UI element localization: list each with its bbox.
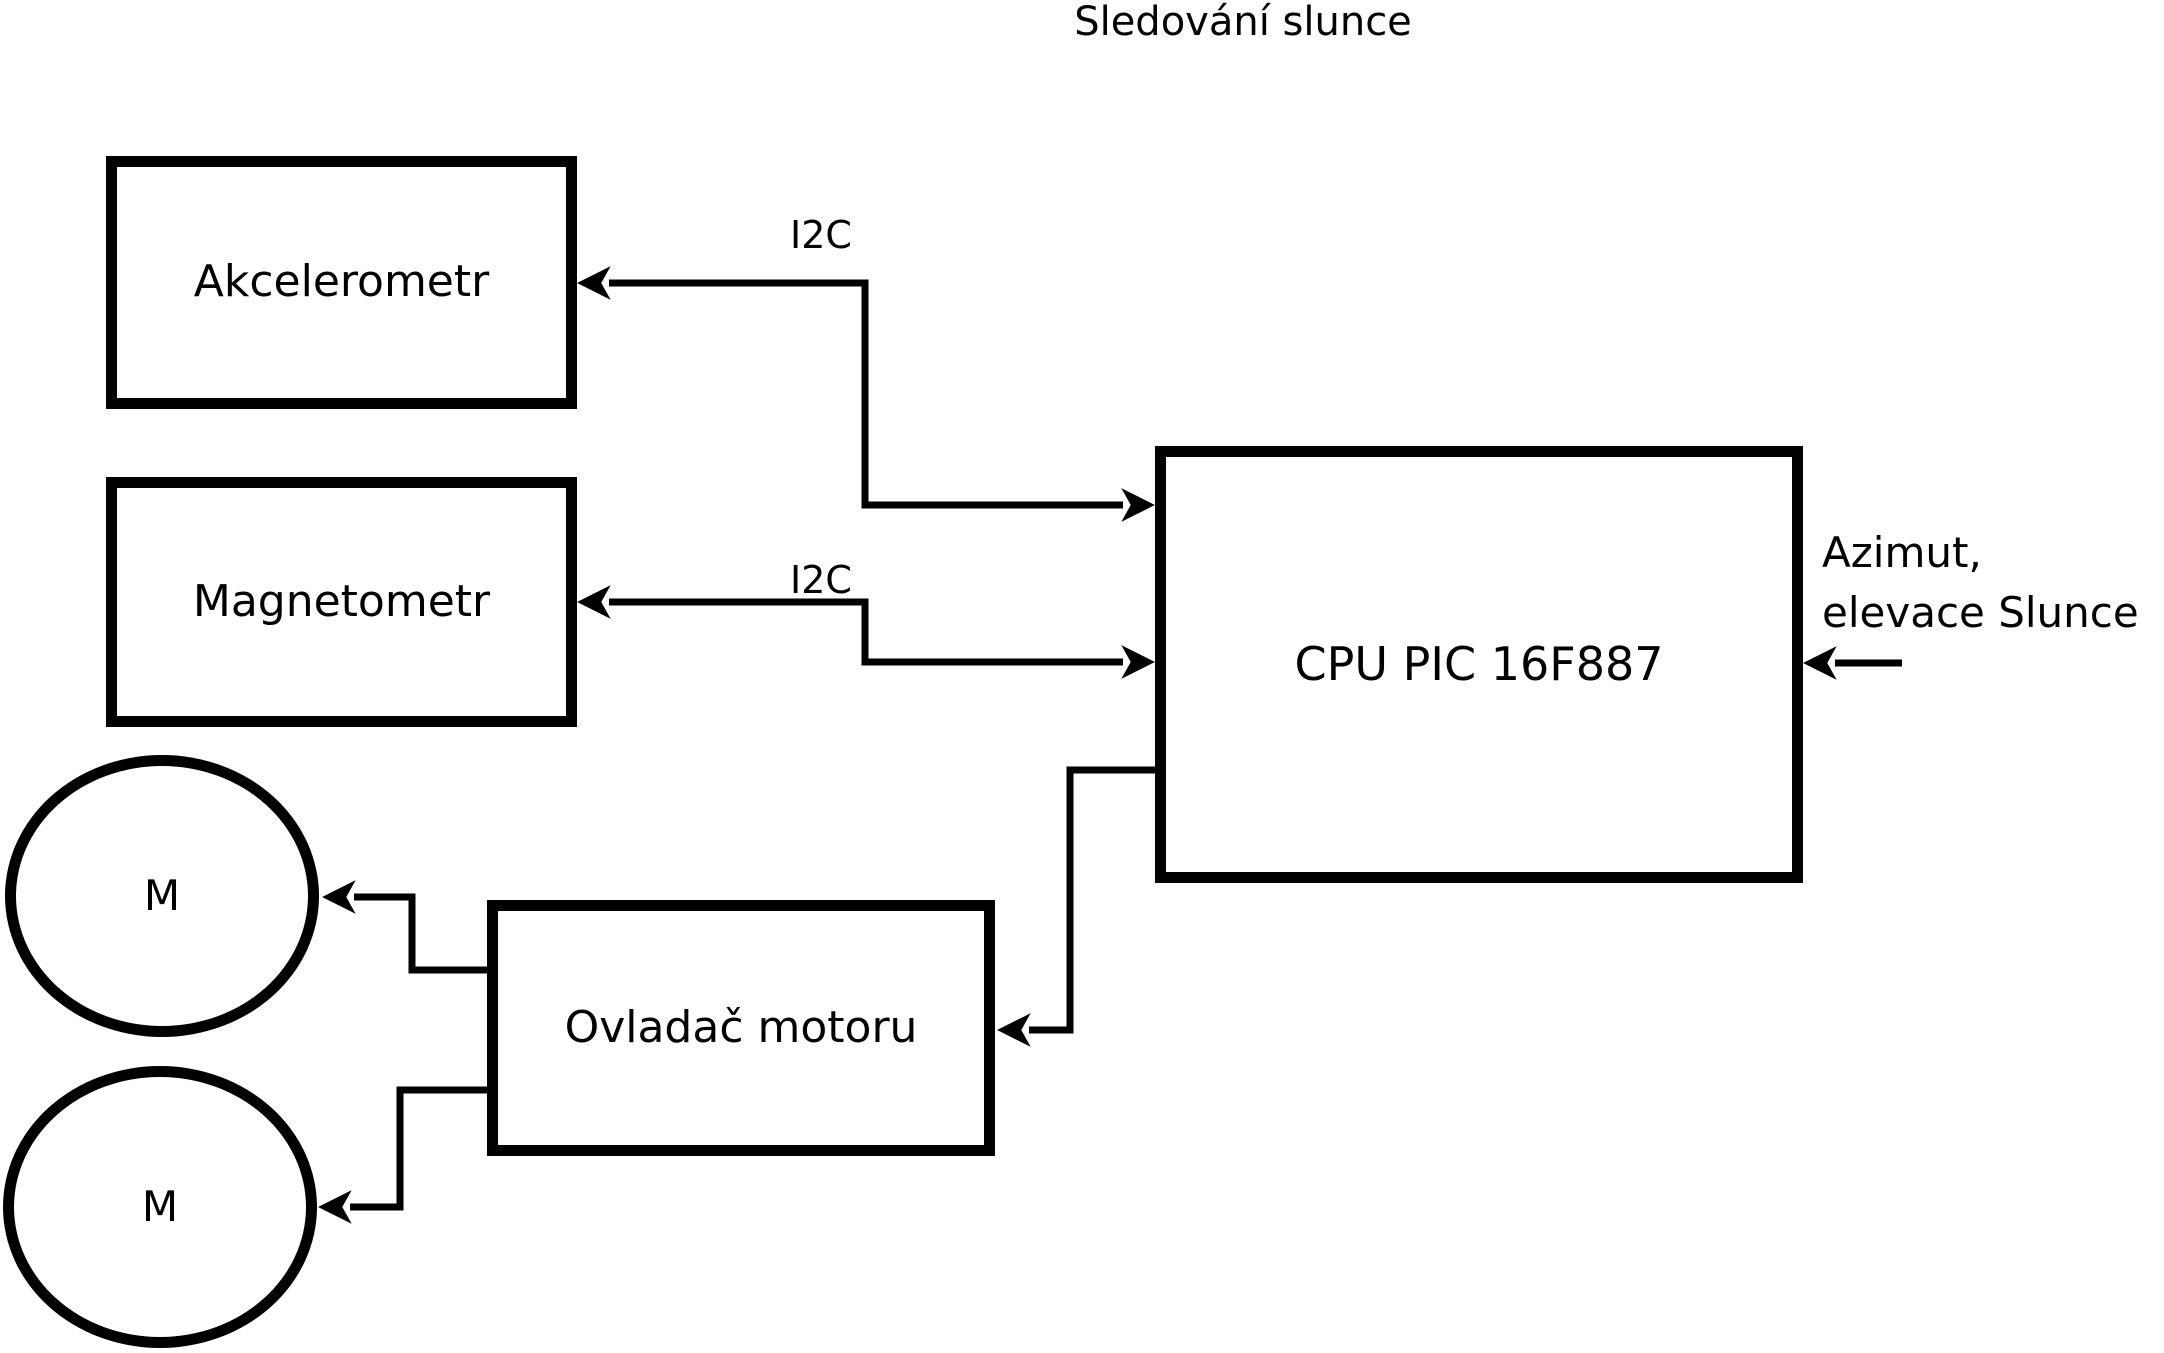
wire-cpu-magnetometr-i2c — [577, 585, 1155, 679]
node-cpu: CPU PIC 16F887 — [1155, 446, 1803, 883]
node-motor-driver-label: Ovladač motoru — [564, 1001, 918, 1053]
node-motor-top-label: M — [143, 870, 181, 920]
node-akcelerometr-label: Akcelerometr — [193, 256, 490, 308]
wire-cpu-akcelerometr-i2c — [577, 266, 1155, 522]
node-motor-top: M — [5, 755, 319, 1037]
sun-input-label: Azimut, elevace Slunce — [1822, 528, 2139, 637]
node-motor-driver: Ovladač motoru — [487, 900, 995, 1156]
diagram-title: Sledování slunce — [1074, 0, 1412, 45]
node-magnetometr: Magnetometr — [106, 477, 577, 727]
node-motor-bottom: M — [3, 1066, 317, 1348]
wire-cpu-motor-driver — [997, 766, 1155, 1047]
i2c-label-magnetometr: I2C — [790, 558, 852, 602]
i2c-label-akcelerometr: I2C — [790, 213, 852, 257]
node-magnetometr-label: Magnetometr — [192, 575, 491, 627]
node-cpu-label: CPU PIC 16F887 — [1294, 637, 1664, 692]
wire-driver-motor-top — [322, 880, 487, 974]
wire-driver-motor-bottom — [318, 1086, 487, 1224]
node-akcelerometr: Akcelerometr — [106, 156, 577, 409]
node-motor-bottom-label: M — [141, 1181, 179, 1231]
